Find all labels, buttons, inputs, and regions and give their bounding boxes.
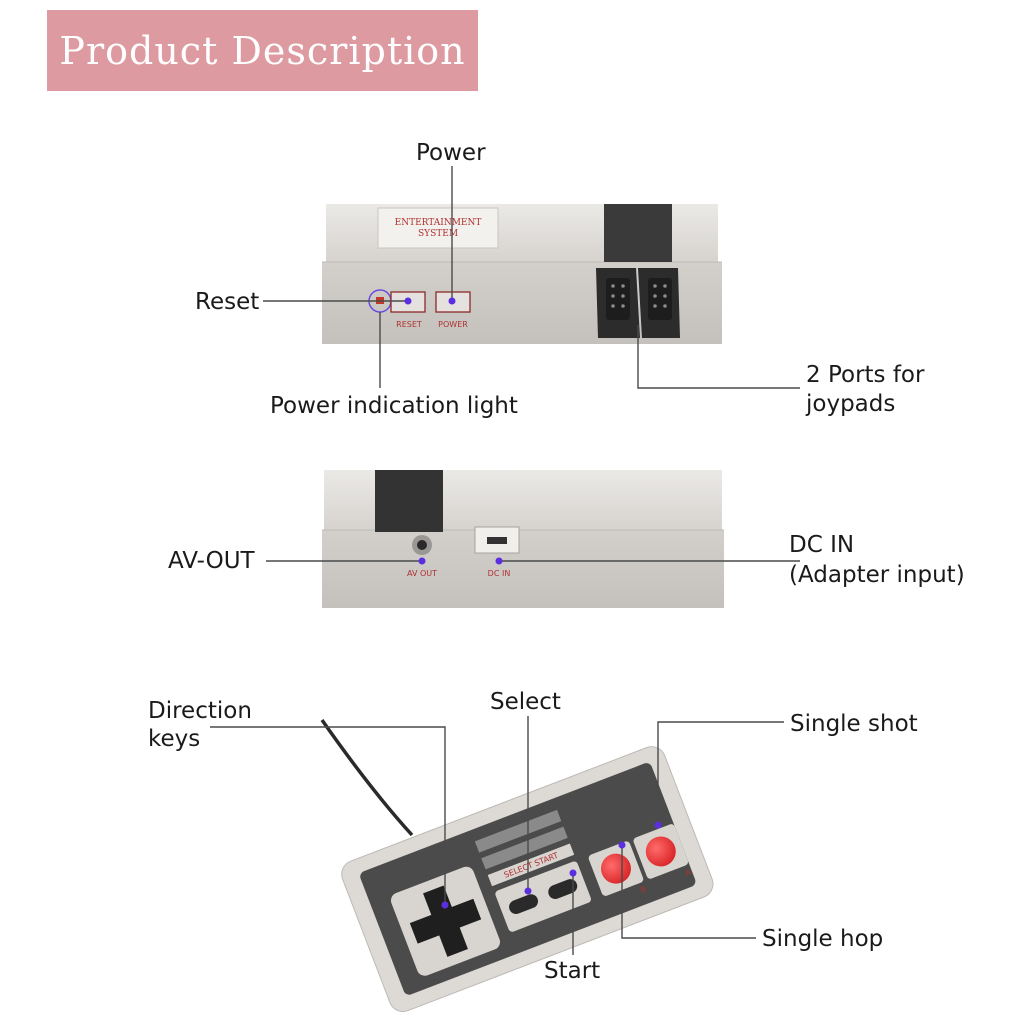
banner-title: Product Description: [59, 28, 466, 73]
callout-direction-line-1: Direction: [148, 698, 252, 724]
console-front-view: ENTERTAINMENT SYSTEM RESET POWER: [322, 204, 722, 344]
console-back-view: AV OUT DC IN: [322, 470, 724, 608]
callout-power-indication-light: Power indication light: [270, 393, 518, 419]
callout-ports-line-1: 2 Ports for: [806, 362, 925, 388]
power-button-label: POWER: [438, 320, 468, 329]
b-button[interactable]: [597, 849, 636, 888]
entertainment-system-plate: [377, 207, 499, 249]
console-back-cartridge-cover: [375, 470, 443, 532]
plate-line-1: ENTERTAINMENT: [395, 218, 482, 228]
av-out-port-label: AV OUT: [407, 569, 437, 578]
callout-dc-in-line-2: (Adapter input): [789, 562, 965, 588]
b-button-label: B: [639, 885, 647, 895]
callout-av-out: AV-OUT: [168, 548, 256, 574]
callout-ports-line-2: joypads: [805, 391, 895, 417]
console-front-callouts: Power Reset Power indication light 2 Por…: [195, 140, 925, 419]
callout-select: Select: [490, 689, 561, 715]
callout-start: Start: [544, 958, 600, 984]
controller-callouts: Direction keys Select Single shot Single…: [148, 689, 918, 984]
controller-cable: [320, 718, 414, 837]
callout-direction-line-2: keys: [148, 726, 200, 752]
direction-pad[interactable]: [402, 877, 490, 965]
start-button[interactable]: [546, 877, 579, 901]
product-description-banner: Product Description: [47, 10, 478, 91]
joypad-ports: [596, 268, 680, 338]
console-back-face: [322, 530, 724, 608]
callout-reset: Reset: [195, 289, 259, 315]
callout-power: Power: [416, 140, 486, 166]
callout-single-shot: Single shot: [790, 711, 918, 737]
callout-single-hop: Single hop: [762, 926, 883, 952]
dc-in-port[interactable]: [474, 526, 520, 554]
a-button-label: A: [684, 867, 693, 878]
plate-line-2: SYSTEM: [418, 229, 458, 239]
callout-dc-in-line-1: DC IN: [789, 532, 854, 558]
console-back-callouts: AV-OUT DC IN (Adapter input): [168, 532, 965, 588]
dc-in-port-label: DC IN: [488, 569, 511, 578]
console-cartridge-cover: [604, 204, 672, 262]
reset-button-label: RESET: [396, 320, 422, 329]
select-button[interactable]: [507, 892, 540, 916]
a-button[interactable]: [641, 832, 680, 871]
